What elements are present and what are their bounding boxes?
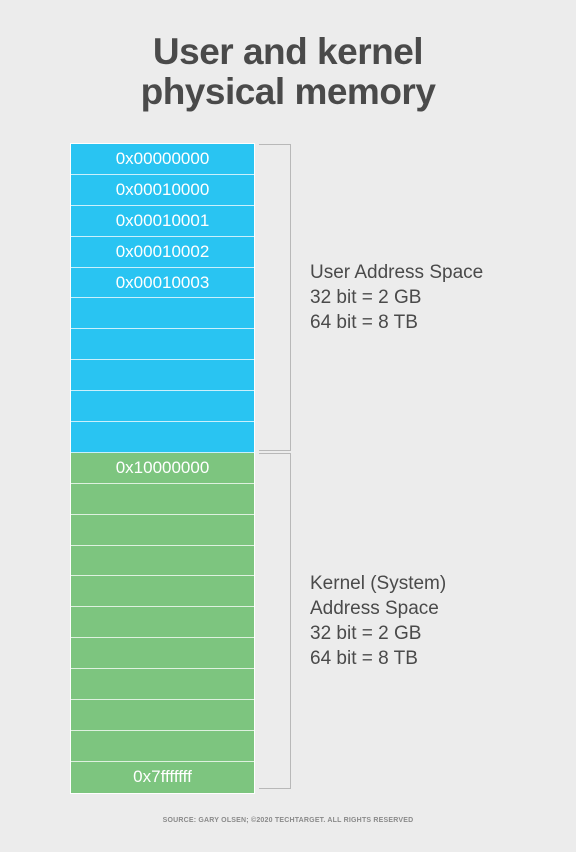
- title-line-2: physical memory: [140, 71, 436, 112]
- kernel-label-line: 64 bit = 8 TB: [310, 648, 418, 669]
- kernel-label-line: Address Space: [310, 598, 439, 619]
- kernel-space-bracket: [259, 453, 291, 789]
- user-label-line: User Address Space: [310, 262, 484, 283]
- user-cell: 0x00010001: [71, 205, 254, 237]
- kernel-cell: [71, 607, 254, 639]
- kernel-space-label: Kernel (System) Address Space 32 bit = 2…: [310, 571, 446, 671]
- kernel-cell: [71, 638, 254, 670]
- user-space-bracket: [259, 144, 291, 451]
- source-credit: SOURCE: GARY OLSEN; ©2020 TECHTARGET. AL…: [162, 817, 414, 824]
- user-cell: [71, 329, 254, 361]
- kernel-label-line: Kernel (System): [310, 573, 447, 594]
- kernel-cell: 0x10000000: [71, 452, 254, 484]
- user-cell: 0x00010000: [71, 174, 254, 206]
- user-cell: 0x00000000: [71, 144, 254, 175]
- kernel-cell: [71, 576, 254, 608]
- user-label-line: 64 bit = 8 TB: [310, 312, 418, 333]
- user-cell: [71, 422, 254, 453]
- user-cell: [71, 298, 254, 330]
- title-line-1: User and kernel: [152, 31, 424, 72]
- kernel-cell: [71, 669, 254, 701]
- kernel-cell: [71, 514, 254, 546]
- kernel-label-line: 32 bit = 2 GB: [310, 623, 422, 644]
- user-label-line: 32 bit = 2 GB: [310, 287, 422, 308]
- page-title: User and kernel physical memory: [0, 32, 576, 112]
- user-cell: 0x00010002: [71, 236, 254, 268]
- kernel-cell: [71, 700, 254, 731]
- user-space-label: User Address Space 32 bit = 2 GB 64 bit …: [310, 260, 483, 335]
- user-cell: [71, 391, 254, 423]
- kernel-cell: [71, 483, 254, 515]
- memory-stack: 0x00000000 0x00010000 0x00010001 0x00010…: [70, 143, 255, 794]
- user-cell: [71, 360, 254, 392]
- kernel-cell: [71, 730, 254, 762]
- kernel-cell: [71, 545, 254, 577]
- user-cell: 0x00010003: [71, 267, 254, 299]
- kernel-cell: 0x7fffffff: [71, 761, 254, 793]
